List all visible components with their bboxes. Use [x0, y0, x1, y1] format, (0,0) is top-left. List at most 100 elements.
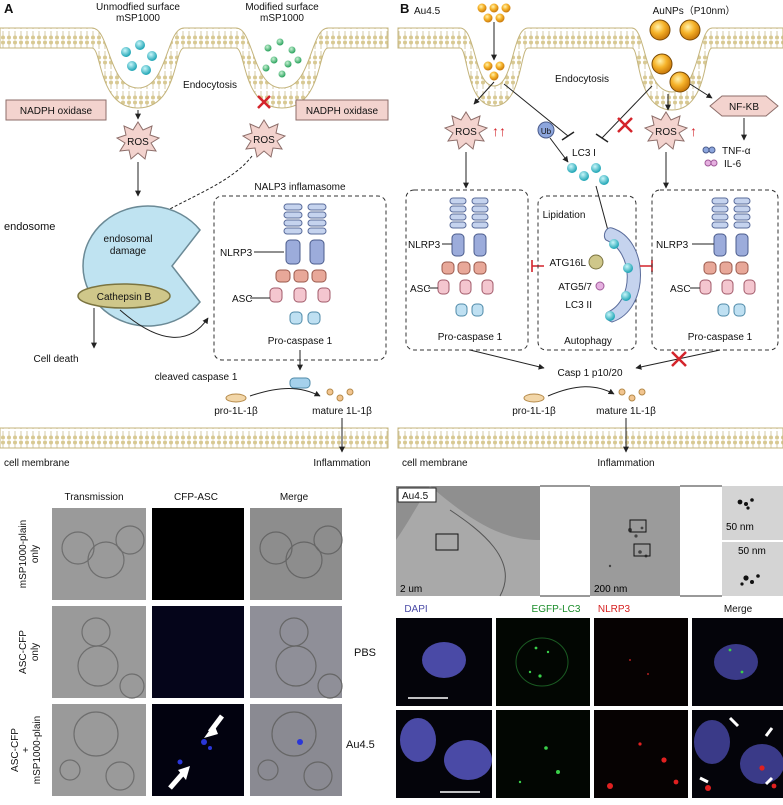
lc3ii-label: LC3 II	[565, 300, 592, 311]
nlrp3-label-left-b: NLRP3	[408, 240, 441, 251]
endosomal-damage-line1: endosomal	[104, 234, 153, 245]
ros-burst-right-a: ROS	[241, 119, 287, 158]
panel-a-label: A	[4, 1, 14, 16]
teal-particles-a	[121, 40, 157, 75]
col-merge: Merge	[280, 492, 309, 503]
lc3-particles	[567, 163, 609, 185]
img-r2-cfp	[152, 606, 244, 698]
nlrp3-label-right-b: NLRP3	[656, 240, 689, 251]
au45-label-b: Au4.5	[414, 6, 441, 17]
gold-cluster-top-b	[477, 3, 511, 23]
col-nlrp3: NLRP3	[598, 604, 631, 615]
mature-il-dots-b	[618, 388, 646, 402]
img-r3-merge	[250, 704, 342, 796]
white-arrow-2-icon	[168, 770, 186, 790]
img-r2-trans	[52, 606, 146, 698]
row3-label-line1: ASC-CFP	[10, 728, 21, 772]
inhibit-x-icon-b2	[671, 351, 687, 367]
tnf-label: TNF-α	[722, 146, 751, 157]
nadph-box-left	[5, 99, 107, 121]
tnf-dot	[702, 146, 710, 154]
unmodified-surface-label: Unmodfied surface	[96, 2, 180, 13]
aunp-large-1	[649, 19, 671, 41]
asc-label-right-b: ASC	[670, 284, 691, 295]
inhibit-bar-right	[640, 260, 653, 272]
tem-zoom-box-2	[629, 519, 647, 533]
asc-label-a: ASC	[232, 294, 253, 305]
pro-il-shape-a	[225, 393, 247, 403]
cathepsin-b-ellipse	[77, 283, 171, 309]
ros-up-arrows-left: ↑↑	[492, 123, 506, 139]
ros-label-right-a: ROS	[253, 135, 275, 146]
cleaved-caspase-label: cleaved caspase 1	[155, 372, 238, 383]
cleaved-caspase-shape	[289, 377, 311, 389]
col-cfp-asc: CFP-ASC	[174, 492, 218, 503]
row2-label-line1: ASC-CFP	[18, 630, 29, 674]
mature-il-label-b: mature 1L-1β	[596, 406, 656, 417]
ros-burst-left-b: ROS	[443, 111, 489, 150]
gold-in-membrane-b	[483, 61, 505, 81]
cathepsin-label: Cathepsin B	[97, 292, 152, 303]
ros-burst-left-a: ROS	[115, 121, 161, 160]
img-r2-merge	[250, 606, 342, 698]
nadph-label-right: NADPH oxidase	[306, 106, 379, 117]
row1-label-line2: only	[30, 545, 41, 563]
atg57-circle	[595, 281, 605, 291]
ros-label-right-b: ROS	[655, 127, 677, 138]
endosome-shape	[82, 205, 201, 327]
nadph-box-right	[295, 99, 389, 121]
unmodified-particle-label: mSP1000	[116, 13, 160, 24]
cell-membrane-label-a: cell membrane	[4, 458, 70, 469]
ros-label-left-b: ROS	[455, 127, 477, 138]
nalp3-label: NALP3 inflamasome	[254, 182, 346, 193]
img-r1-cfp	[152, 508, 244, 600]
nlrp3-complex-a	[269, 203, 331, 325]
fluorescence-panel: DAPI EGFP-LC3 NLRP3 Merge	[396, 604, 783, 798]
nlrp3-label-a: NLRP3	[220, 248, 253, 259]
mature-il-label-a: mature 1L-1β	[312, 406, 372, 417]
fluor-r1-nlrp3	[594, 618, 688, 706]
tem-zoom-box-3	[633, 543, 651, 557]
inhibit-x-icon-a	[257, 95, 271, 109]
lipidation-label: Lipidation	[543, 210, 586, 221]
col-dapi: DAPI	[404, 604, 427, 615]
il6-label: IL-6	[724, 159, 742, 170]
pro-il-shape-b	[523, 393, 545, 403]
nadph-label-left: NADPH oxidase	[20, 106, 93, 117]
fluor-r2-egfp	[496, 710, 590, 798]
col-egfp: EGFP-LC3	[532, 604, 581, 615]
inhibit-x-icon-b1	[617, 117, 633, 133]
procasp-label-right-b: Pro-caspase 1	[688, 332, 753, 343]
procasp-label-left-b: Pro-caspase 1	[438, 332, 503, 343]
ros-burst-right-b: ROS	[643, 111, 689, 150]
autophagy-label: Autophagy	[564, 336, 612, 347]
cell-membrane-label-b: cell membrane	[402, 458, 468, 469]
membrane-a-top	[0, 27, 389, 109]
white-arrows-merge-icon	[699, 716, 774, 786]
tem-scale-4: 50 nm	[738, 546, 766, 557]
tem-scale-1: 2 um	[400, 584, 422, 595]
ub-circle	[537, 121, 555, 139]
aunp-in-membrane-1	[651, 53, 673, 75]
endocytosis-a-label: Endocytosis	[183, 80, 237, 91]
modified-surface-label: Modified surface	[245, 2, 319, 13]
inflammation-label-b: Inflammation	[597, 458, 654, 469]
tem-panel: Au4.5 2 um 200 nm 50 nm 50 nm	[396, 485, 783, 597]
atg16l-label: ATG16L	[550, 258, 587, 269]
microscopy-panel-a: Transmission CFP-ASC Merge	[10, 492, 376, 796]
aunps-label: AuNPs（P10nm）	[653, 5, 736, 17]
tem-image-2	[590, 486, 680, 596]
pro-caspase-label-a: Pro-caspase 1	[268, 336, 333, 347]
tem-label-box	[397, 487, 437, 503]
tem-scale-2: 200 nm	[594, 584, 627, 595]
cell-death-label: Cell death	[33, 354, 78, 365]
pro-il-label-b: pro-1L-1β	[512, 406, 556, 417]
col-transmission: Transmission	[64, 492, 123, 503]
endocytosis-b-label: Endocytosis	[555, 74, 609, 85]
tem-scale-3: 50 nm	[726, 522, 754, 533]
casp-label: Casp 1 p10/20	[557, 368, 622, 379]
col-merge-fluor: Merge	[724, 604, 753, 615]
aunp-large-2	[679, 19, 701, 41]
